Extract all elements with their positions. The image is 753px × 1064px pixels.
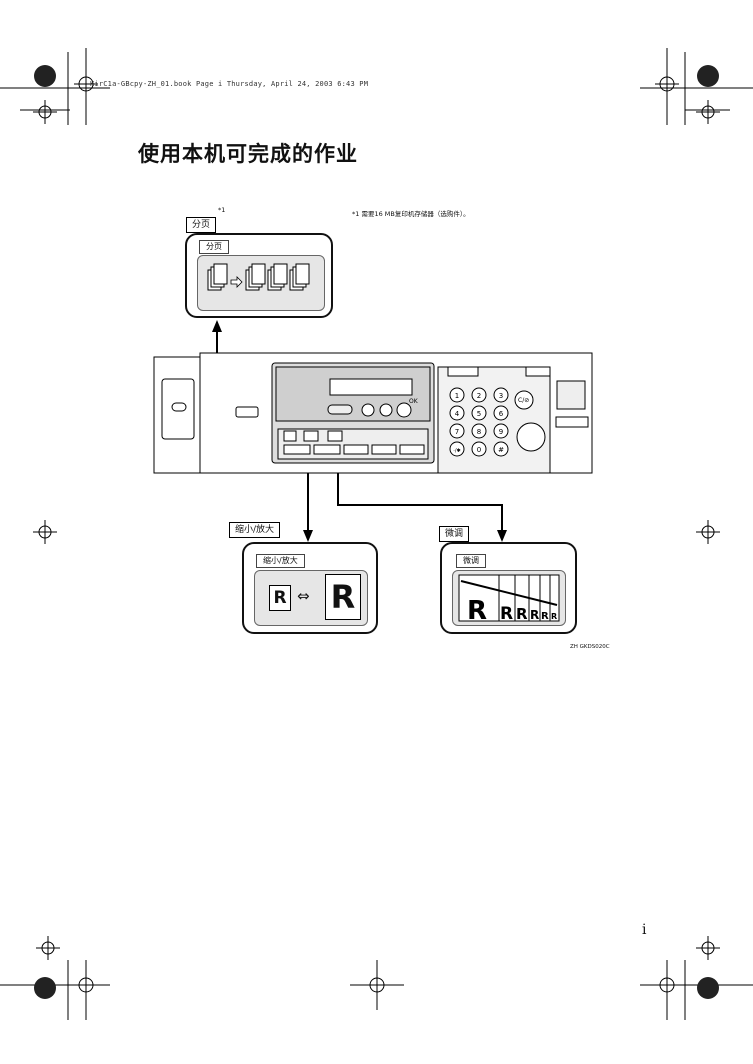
letter-r: R [500,604,513,624]
page-number: i [642,922,647,938]
fine-adjust-inner-label: 微调 [456,554,486,568]
letter-r: R [516,605,528,623]
numeric-key: 9 [499,428,503,436]
reduce-enlarge-panel: R ⇔ R 缩小/放大 [242,542,378,634]
letter-r: R [467,596,487,625]
numeric-key: ·/✱ [453,448,461,454]
fine-adjust-panel: R R R R R R 微调 [440,542,577,634]
fine-adjust-label: 微调 [439,526,470,542]
numeric-key: 5 [477,410,481,418]
reduce-enlarge-illustration: R ⇔ R [254,570,368,626]
numeric-key: 7 [455,428,459,436]
ok-key-label: OK [409,398,419,405]
footnote-marker: *1 [218,206,226,214]
sort-panel: 分页 [185,233,333,318]
numeric-key: 8 [477,428,481,436]
clear-key-label: C/⊘ [518,397,529,404]
numeric-key: 2 [477,392,481,400]
small-r-icon: R [269,585,291,611]
bidirectional-arrow-icon: ⇔ [297,587,310,605]
numeric-key: 3 [499,392,503,400]
letter-r: R [541,611,549,622]
sort-inner-label: 分页 [199,240,229,254]
fine-adjust-illustration: R R R R R R [452,570,566,626]
numeric-key: 4 [455,410,460,418]
figure-code: ZH GKDS020C [570,644,610,650]
page-title: 使用本机可完成的作业 [138,142,358,166]
reduce-enlarge-inner-label: 缩小/放大 [256,554,305,568]
sorted-stacks-icon [207,263,310,291]
numeric-key: 6 [499,410,504,418]
footnote-text: *1 需要16 MB复印机存储器（选购件）。 [352,210,470,218]
numeric-key: 1 [455,392,459,400]
numeric-key: 0 [477,446,481,454]
letter-r: R [551,612,557,621]
sort-label: 分页 [186,217,217,233]
zoom-steps-icon: R R R R R R [458,574,560,625]
large-r-icon: R [325,574,361,620]
file-header: KirC1a-GBcpy-ZH_01.book Page i Thursday,… [90,80,369,88]
numeric-key: # [498,446,504,454]
reduce-enlarge-label: 缩小/放大 [229,522,281,538]
letter-r: R [530,608,539,622]
copier-control-panel: OK C/⊘ 1 2 3 4 5 6 7 8 9 ·/✱ 0 # [153,352,593,474]
sort-illustration [197,255,325,311]
